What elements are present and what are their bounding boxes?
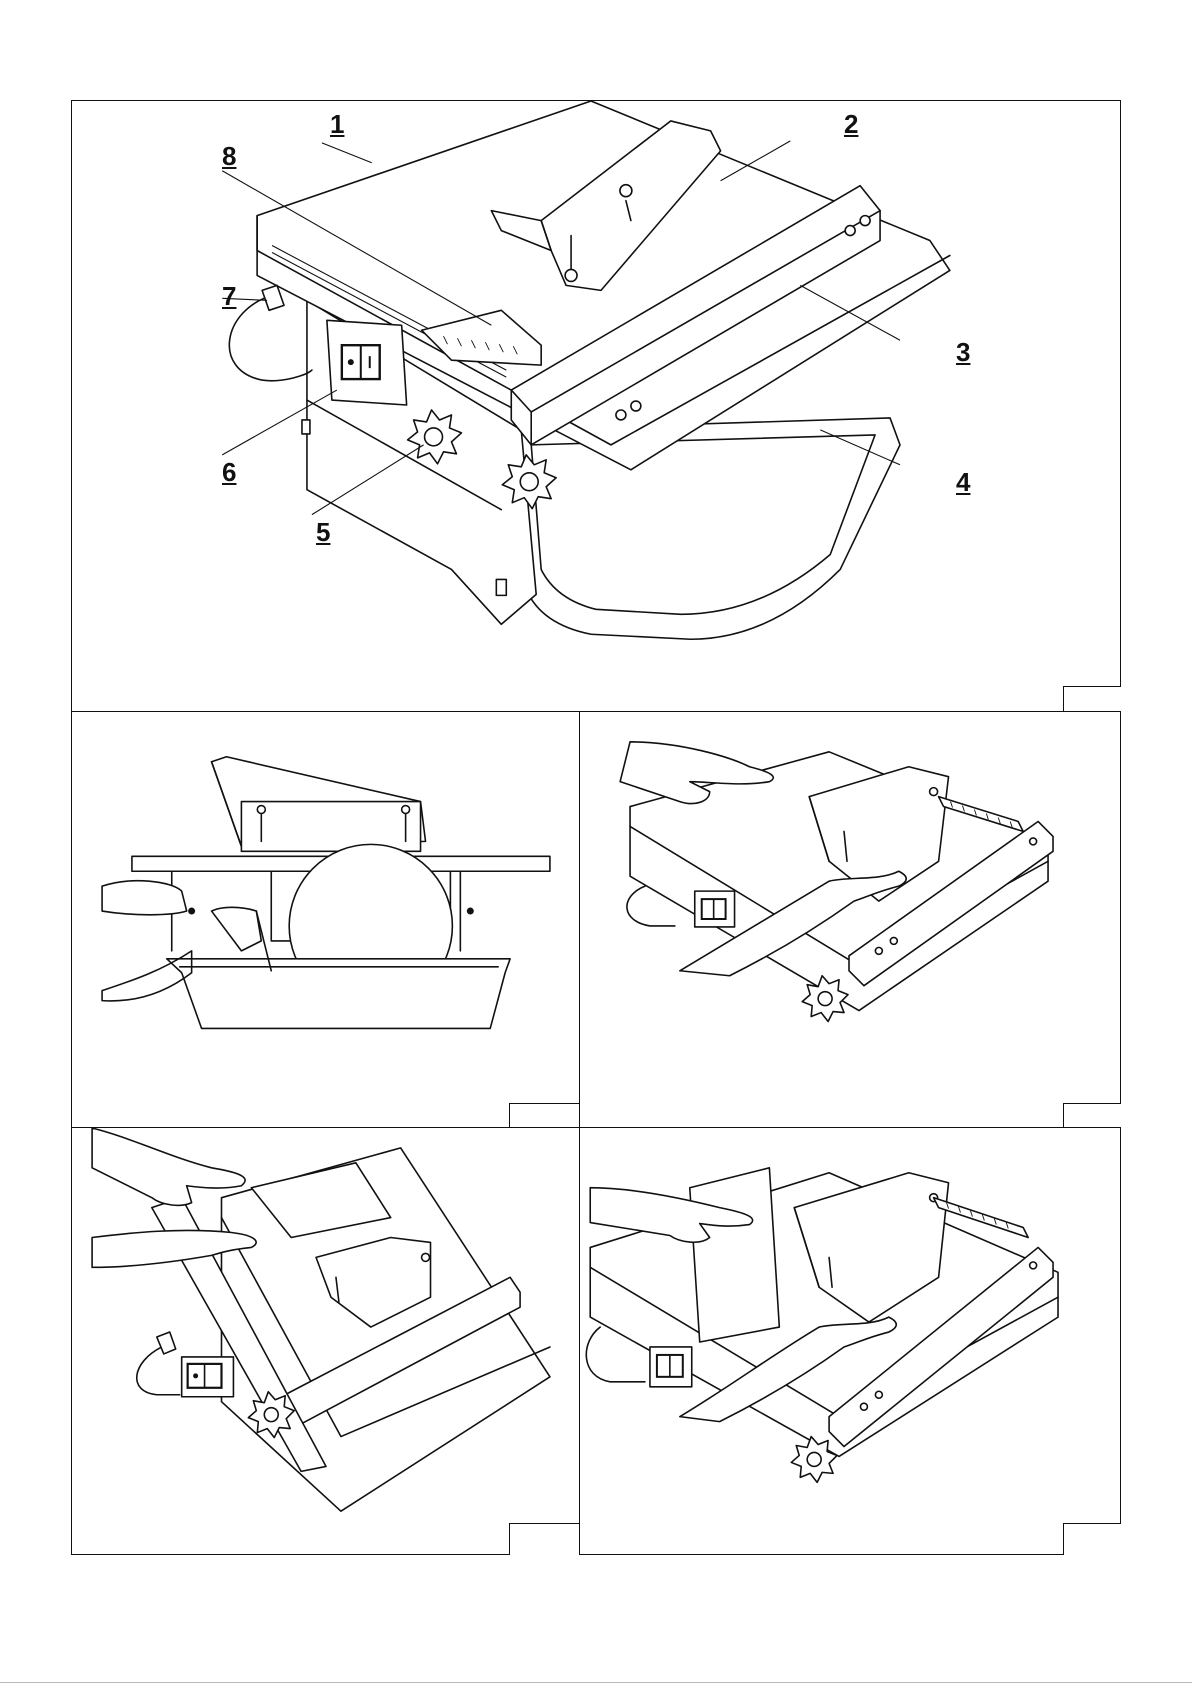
figure-3-panel xyxy=(579,711,1121,1129)
figure-2-number-box xyxy=(509,1103,581,1129)
figure-4-number-box xyxy=(509,1523,581,1555)
page-bottom-rule xyxy=(0,1682,1192,1683)
tile-saw-overview-drawing xyxy=(72,101,1120,711)
callout-4: 4 xyxy=(956,469,970,495)
angled-cut-drawing xyxy=(580,1128,1120,1554)
figure-1-number-box xyxy=(1063,686,1121,712)
callout-3: 3 xyxy=(956,339,970,365)
figure-3-number-box xyxy=(1063,1103,1121,1129)
callout-5: 5 xyxy=(316,519,330,545)
water-tray-drawing xyxy=(72,712,580,1128)
figure-4-panel xyxy=(71,1127,581,1555)
callout-7: 7 xyxy=(222,283,236,309)
callout-1: 1 xyxy=(330,111,344,137)
figure-2-panel xyxy=(71,711,581,1129)
bevel-cut-drawing xyxy=(72,1128,580,1554)
figure-5-panel xyxy=(579,1127,1121,1555)
figure-5-number-box xyxy=(1063,1523,1121,1555)
callout-6: 6 xyxy=(222,459,236,485)
straight-cut-drawing xyxy=(580,712,1120,1128)
figure-1-panel: 1 2 3 4 5 6 7 8 xyxy=(71,100,1121,712)
callout-8: 8 xyxy=(222,143,236,169)
callout-2: 2 xyxy=(844,111,858,137)
